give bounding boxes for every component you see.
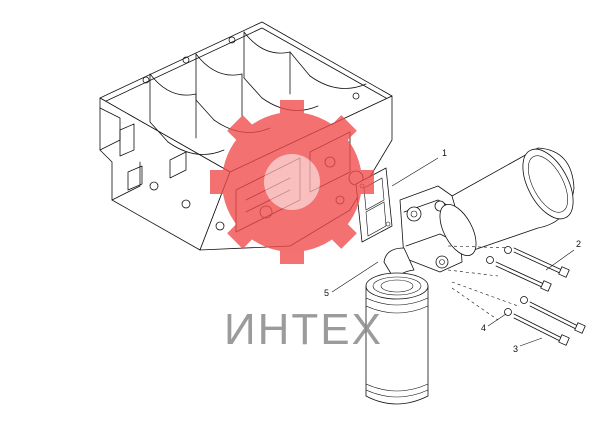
bolt-upper-2 — [495, 261, 552, 292]
callout-1: 1 — [442, 148, 447, 158]
callout-2: 2 — [576, 239, 581, 249]
bolt-lower-1 — [529, 301, 586, 334]
washer-lower-1 — [520, 296, 528, 304]
bolt-upper-1 — [513, 247, 570, 278]
bolts-and-washers — [447, 245, 586, 346]
bolt-lower-2 — [513, 313, 570, 346]
washer-upper-1 — [504, 246, 512, 254]
watermark: ИНТЕХ — [210, 100, 383, 354]
gear-logo-icon — [210, 100, 374, 264]
callout-3: 3 — [513, 344, 518, 354]
callouts: 1 2 3 4 5 — [324, 148, 581, 354]
callout-4: 4 — [481, 323, 486, 333]
vertical-filter-canister — [365, 272, 429, 405]
callout-5: 5 — [324, 288, 329, 298]
watermark-text: ИНТЕХ — [224, 305, 383, 354]
washer-lower-2 — [504, 308, 512, 316]
horizontal-filter-canister — [439, 147, 575, 256]
washer-upper-2 — [486, 256, 494, 264]
